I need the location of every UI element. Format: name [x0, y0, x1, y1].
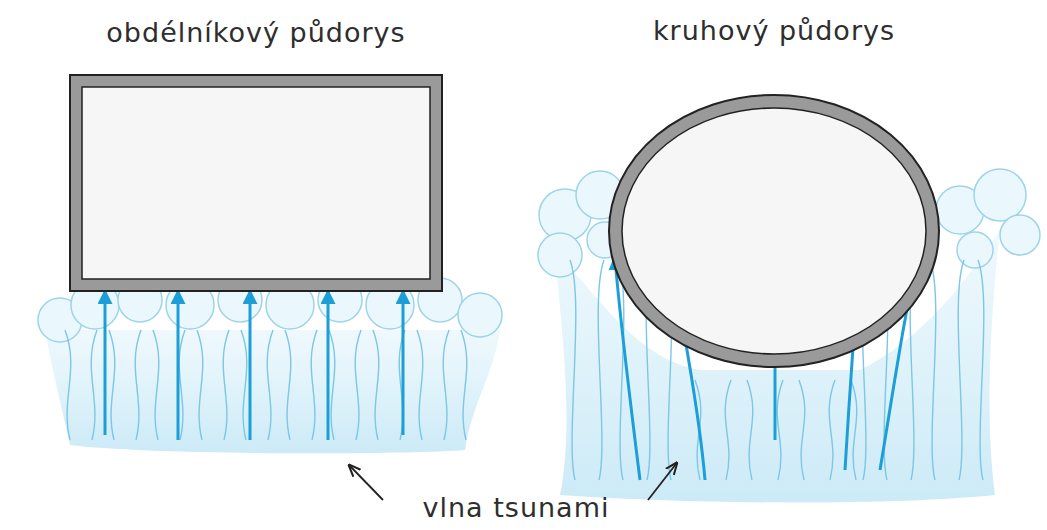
wave-strand [329, 330, 335, 440]
wave-strand [109, 330, 115, 440]
wall-outline [609, 95, 939, 367]
wave-strand [461, 330, 467, 440]
wave-strand [355, 330, 361, 440]
wave-strand [958, 260, 964, 480]
wave-strand [417, 330, 423, 440]
wave-strand [267, 330, 273, 440]
wave-strand [241, 330, 247, 440]
wave-strand [777, 380, 783, 480]
wall-outline [70, 75, 442, 291]
wave-strand [285, 330, 291, 440]
wave-strand [373, 330, 379, 440]
wave-strand [135, 330, 141, 440]
circular-plan: kruhový půdorys [609, 95, 939, 367]
tsunami-wave-left [38, 278, 502, 453]
wave-strand [443, 330, 449, 440]
wave-strand [223, 330, 229, 440]
wave-strand [851, 380, 857, 480]
wave-strand [930, 260, 936, 480]
wave-strand [747, 380, 753, 480]
wave-strand [311, 330, 317, 440]
wave-strand [978, 260, 984, 480]
wave-strand [197, 330, 203, 440]
wave-strand [91, 330, 97, 440]
wave-strand [799, 380, 805, 480]
wave-strand [829, 380, 835, 480]
wave-strand [153, 330, 159, 440]
wave-strand [598, 260, 604, 480]
plan-heading: kruhový půdorys [653, 15, 895, 46]
rectangular-plan: obdélníkový půdorys [70, 75, 442, 291]
wave-strand [725, 380, 731, 480]
wave-strand [179, 330, 185, 440]
wave-label: vlna tsunami [423, 492, 610, 523]
plan-heading: obdélníkový půdorys [106, 17, 405, 48]
wave-strand [570, 260, 576, 480]
wave-strand [65, 330, 71, 440]
